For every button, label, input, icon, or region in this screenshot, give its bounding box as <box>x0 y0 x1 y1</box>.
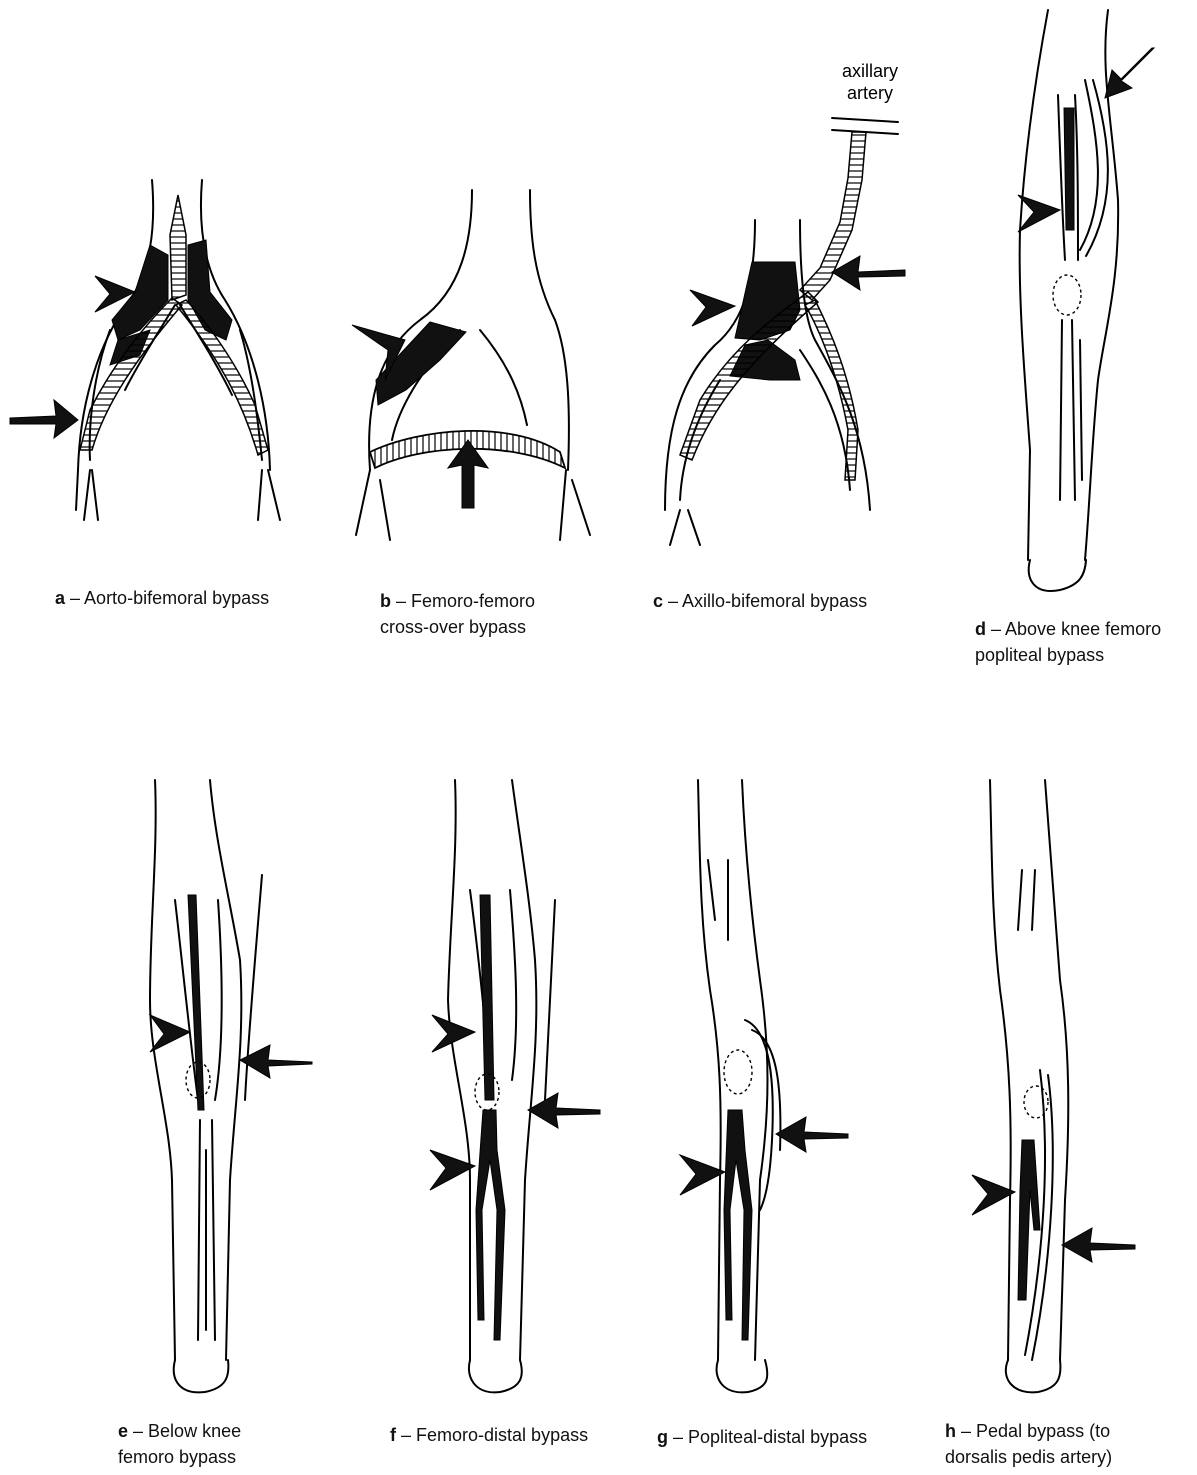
caption-e-text2: femoro bypass <box>118 1444 241 1470</box>
arrow-marker <box>1062 1228 1135 1262</box>
arrow-marker <box>776 1117 848 1152</box>
caption-h-text2: dorsalis pedis artery) <box>945 1444 1112 1470</box>
caption-b-text1: – Femoro-femoro <box>396 591 535 611</box>
caption-a-letter: a <box>55 588 65 608</box>
diagram-a-aorto-bifemoral <box>10 180 280 520</box>
arrow-marker <box>1105 48 1154 98</box>
caption-b-text2: cross-over bypass <box>380 614 535 640</box>
diagram-g-popliteal-distal <box>680 780 848 1392</box>
caption-f: f – Femoro-distal bypass <box>390 1422 588 1448</box>
axillary-label-line1: axillary <box>830 60 910 82</box>
diagram-d-above-knee <box>1018 10 1154 591</box>
diagram-b-femoro-femoro <box>352 190 590 540</box>
arrowhead-marker <box>150 1015 190 1052</box>
caption-c-letter: c <box>653 591 663 611</box>
caption-g: g – Popliteal-distal bypass <box>657 1424 867 1450</box>
caption-e-text1: – Below knee <box>133 1421 241 1441</box>
caption-e-letter: e <box>118 1421 128 1441</box>
arrow-marker <box>10 400 78 438</box>
caption-h: h – Pedal bypass (to dorsalis pedis arte… <box>945 1418 1112 1470</box>
arrowhead-marker <box>680 1155 725 1195</box>
arrowhead-marker <box>690 290 735 326</box>
caption-h-letter: h <box>945 1421 956 1441</box>
axillary-artery-label: axillary artery <box>830 60 910 104</box>
caption-h-text1: – Pedal bypass (to <box>961 1421 1110 1441</box>
caption-e: e – Below knee femoro bypass <box>118 1418 241 1470</box>
axillary-label-line2: artery <box>830 82 910 104</box>
diagram-h-pedal <box>972 780 1135 1392</box>
caption-c-text: – Axillo-bifemoral bypass <box>668 591 867 611</box>
arrowhead-marker <box>1018 195 1060 232</box>
arrow-marker <box>528 1093 600 1128</box>
caption-a-text: – Aorto-bifemoral bypass <box>70 588 269 608</box>
diagram-e-below-knee <box>150 780 312 1392</box>
arrowhead-marker <box>972 1175 1015 1215</box>
diagram-c-axillo-bifemoral <box>665 118 905 545</box>
caption-g-letter: g <box>657 1427 668 1447</box>
caption-d-letter: d <box>975 619 986 639</box>
caption-a: a – Aorto-bifemoral bypass <box>55 585 269 611</box>
caption-f-letter: f <box>390 1425 396 1445</box>
diagram-f-femoro-distal <box>430 780 600 1392</box>
caption-b-letter: b <box>380 591 391 611</box>
caption-d-text2: popliteal bypass <box>975 642 1161 668</box>
caption-b: b – Femoro-femoro cross-over bypass <box>380 588 535 640</box>
arrow-marker <box>240 1045 312 1078</box>
caption-c: c – Axillo-bifemoral bypass <box>653 588 867 614</box>
caption-d: d – Above knee femoro popliteal bypass <box>975 616 1161 668</box>
arrow-marker <box>832 256 905 290</box>
caption-d-text1: – Above knee femoro <box>991 619 1161 639</box>
caption-f-text: – Femoro-distal bypass <box>401 1425 588 1445</box>
caption-g-text: – Popliteal-distal bypass <box>673 1427 867 1447</box>
